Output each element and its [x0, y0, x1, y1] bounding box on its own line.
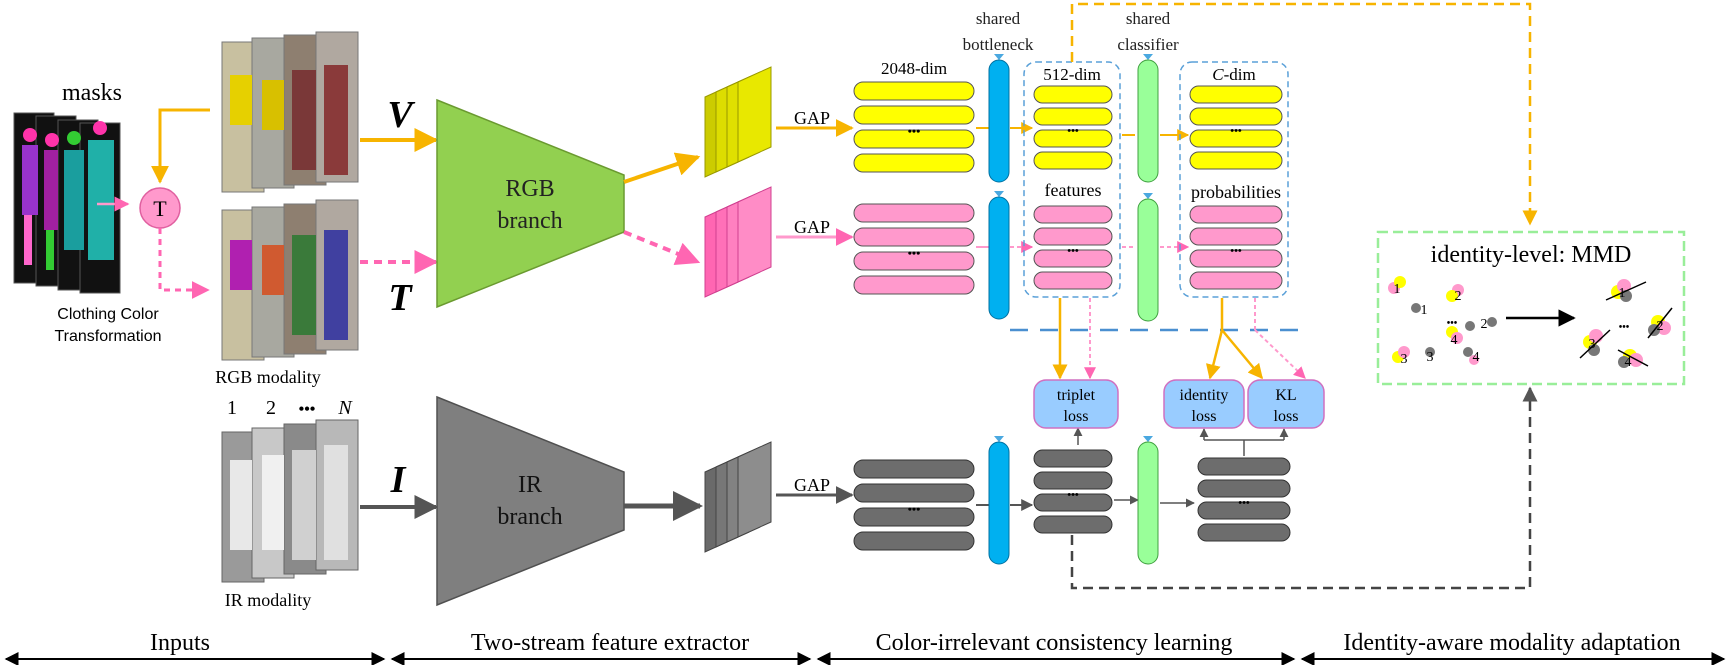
mmd-right-label-2: 2	[1657, 319, 1664, 334]
transformed-feature-maps	[704, 186, 772, 298]
rgb-feature-maps	[704, 66, 772, 178]
mmd-left-label-4b: 4	[1473, 350, 1480, 365]
rgb-to-mmd-connector	[1070, 2, 1538, 226]
mmd-left-cluster	[1388, 276, 1497, 365]
probabilities-label: probabilities	[1191, 182, 1281, 202]
vector-stack-c-rgb	[1189, 85, 1283, 170]
vector-stack-2048-transformed	[853, 203, 975, 295]
ellipsis-2048-rgb: •••	[908, 124, 921, 138]
clothing-color-transformation-line2: Transformation	[55, 328, 162, 345]
mmd-left-label-2b: 2	[1481, 317, 1488, 332]
rgb-branch-label-line1: RGB	[505, 176, 554, 202]
mmd-left-label-1b: 1	[1421, 303, 1428, 318]
triplet-loss-label-line1: triplet	[1057, 387, 1096, 404]
stage-label-inputs: Inputs	[150, 630, 210, 656]
ellipsis-512-rgb: •••	[1067, 125, 1079, 137]
rgb-branch-label-line2: branch	[497, 208, 562, 234]
ir-branch	[436, 395, 625, 607]
mmd-left-label-3a: 3	[1401, 352, 1408, 367]
shared-bottleneck-label-line1: shared	[976, 9, 1021, 28]
gap-label-ir: GAP	[794, 475, 830, 495]
mmd-right-label-4: 4	[1625, 355, 1632, 370]
shared-bottleneck-transformed	[988, 196, 1010, 320]
rgb-images	[221, 31, 359, 193]
shared-classifier-rgb	[1137, 59, 1159, 183]
identity-loss-label-line2: loss	[1192, 408, 1217, 425]
kl-loss-label-line1: KL	[1275, 387, 1296, 404]
dim-c-label: C-dim	[1212, 65, 1255, 84]
stream-label-i: I	[390, 459, 407, 501]
transform-symbol: T	[153, 196, 167, 221]
mmd-panel-title: identity-level: MMD	[1431, 242, 1632, 268]
identity-loss-box	[1163, 379, 1245, 429]
stage-label-modality-adaptation: Identity-aware modality adaptation	[1343, 630, 1680, 656]
mmd-right-label-3: 3	[1589, 337, 1596, 352]
gap-label-transformed: GAP	[794, 217, 830, 237]
dim-c-suffix: -dim	[1224, 65, 1256, 84]
mask-images	[13, 112, 121, 294]
mmd-left-label-3b: 3	[1427, 350, 1434, 365]
kl-loss-label-line2: loss	[1274, 408, 1299, 425]
mmd-left-label-4a: 4	[1451, 333, 1458, 348]
shared-classifier-ir	[1137, 441, 1159, 565]
transformed-images	[221, 199, 359, 361]
ellipsis-512-transformed: •••	[1067, 245, 1079, 257]
shared-bottleneck-label-line2: bottleneck	[963, 35, 1034, 54]
index-label-n: N	[337, 397, 353, 419]
rgb-modality-label: RGB modality	[215, 367, 321, 387]
ellipsis-2048-ir: •••	[908, 502, 921, 516]
stage-label-consistency-learning: Color-irrelevant consistency learning	[876, 630, 1233, 656]
mmd-left-label-1a: 1	[1394, 282, 1401, 297]
ir-feature-maps	[704, 441, 772, 553]
stream-label-v: V	[387, 94, 415, 136]
ir-modality-label: IR modality	[225, 590, 312, 610]
mmd-left-ellipsis: •••	[1447, 318, 1458, 329]
shared-classifier-label-line2: classifier	[1117, 35, 1179, 54]
stage-label-feature-extractor: Two-stream feature extractor	[471, 630, 749, 656]
shared-classifier-transformed	[1137, 198, 1159, 322]
shared-bottleneck-rgb	[988, 59, 1010, 183]
vector-stack-2048-rgb	[853, 81, 975, 173]
ir-branch-label-line1: IR	[518, 472, 542, 498]
ellipsis-c-ir: •••	[1238, 497, 1250, 509]
vector-stack-c-ir	[1197, 457, 1291, 542]
identity-loss-label-line1: identity	[1180, 387, 1229, 404]
mmd-left-label-2a: 2	[1455, 289, 1462, 304]
vector-stack-c-transformed	[1189, 205, 1283, 290]
ellipsis-c-transformed: •••	[1230, 245, 1242, 257]
vector-stack-512-rgb	[1033, 85, 1113, 170]
mmd-right-cluster	[1579, 279, 1673, 368]
vector-stack-2048-ir	[853, 459, 975, 551]
dim-c-italic: C	[1212, 65, 1224, 84]
vector-stack-512-ir	[1033, 449, 1113, 534]
clothing-color-transformation-line1: Clothing Color	[57, 306, 159, 323]
rgb-branch	[436, 98, 625, 309]
shared-bottleneck-ir	[988, 441, 1010, 565]
probabilities-group-box	[1179, 61, 1289, 298]
index-label-2: 2	[266, 397, 276, 419]
stream-label-t: T	[388, 277, 413, 319]
ellipsis-512-ir: •••	[1067, 489, 1079, 501]
mmd-right-ellipsis: •••	[1619, 322, 1630, 333]
triplet-loss-label-line2: loss	[1064, 408, 1089, 425]
ir-images	[221, 419, 359, 583]
kl-loss-box	[1247, 379, 1325, 429]
dim-512-label: 512-dim	[1043, 65, 1101, 84]
ir-branch-label-line2: branch	[497, 504, 562, 530]
mmd-right-label-1: 1	[1619, 286, 1626, 301]
gap-label-rgb: GAP	[794, 108, 830, 128]
triplet-loss-box	[1033, 379, 1119, 429]
dim-2048-label: 2048-dim	[881, 59, 947, 78]
shared-classifier-label-line1: shared	[1126, 9, 1171, 28]
index-label-ellipsis: •••	[299, 401, 316, 418]
index-label-1: 1	[227, 397, 237, 419]
ir-to-mmd-connector	[1070, 386, 1538, 590]
vector-stack-512-transformed	[1033, 205, 1113, 290]
ellipsis-c-rgb: •••	[1230, 125, 1242, 137]
features-label: features	[1045, 180, 1102, 200]
ellipsis-2048-transformed: •••	[908, 246, 921, 260]
masks-label: masks	[62, 80, 122, 106]
